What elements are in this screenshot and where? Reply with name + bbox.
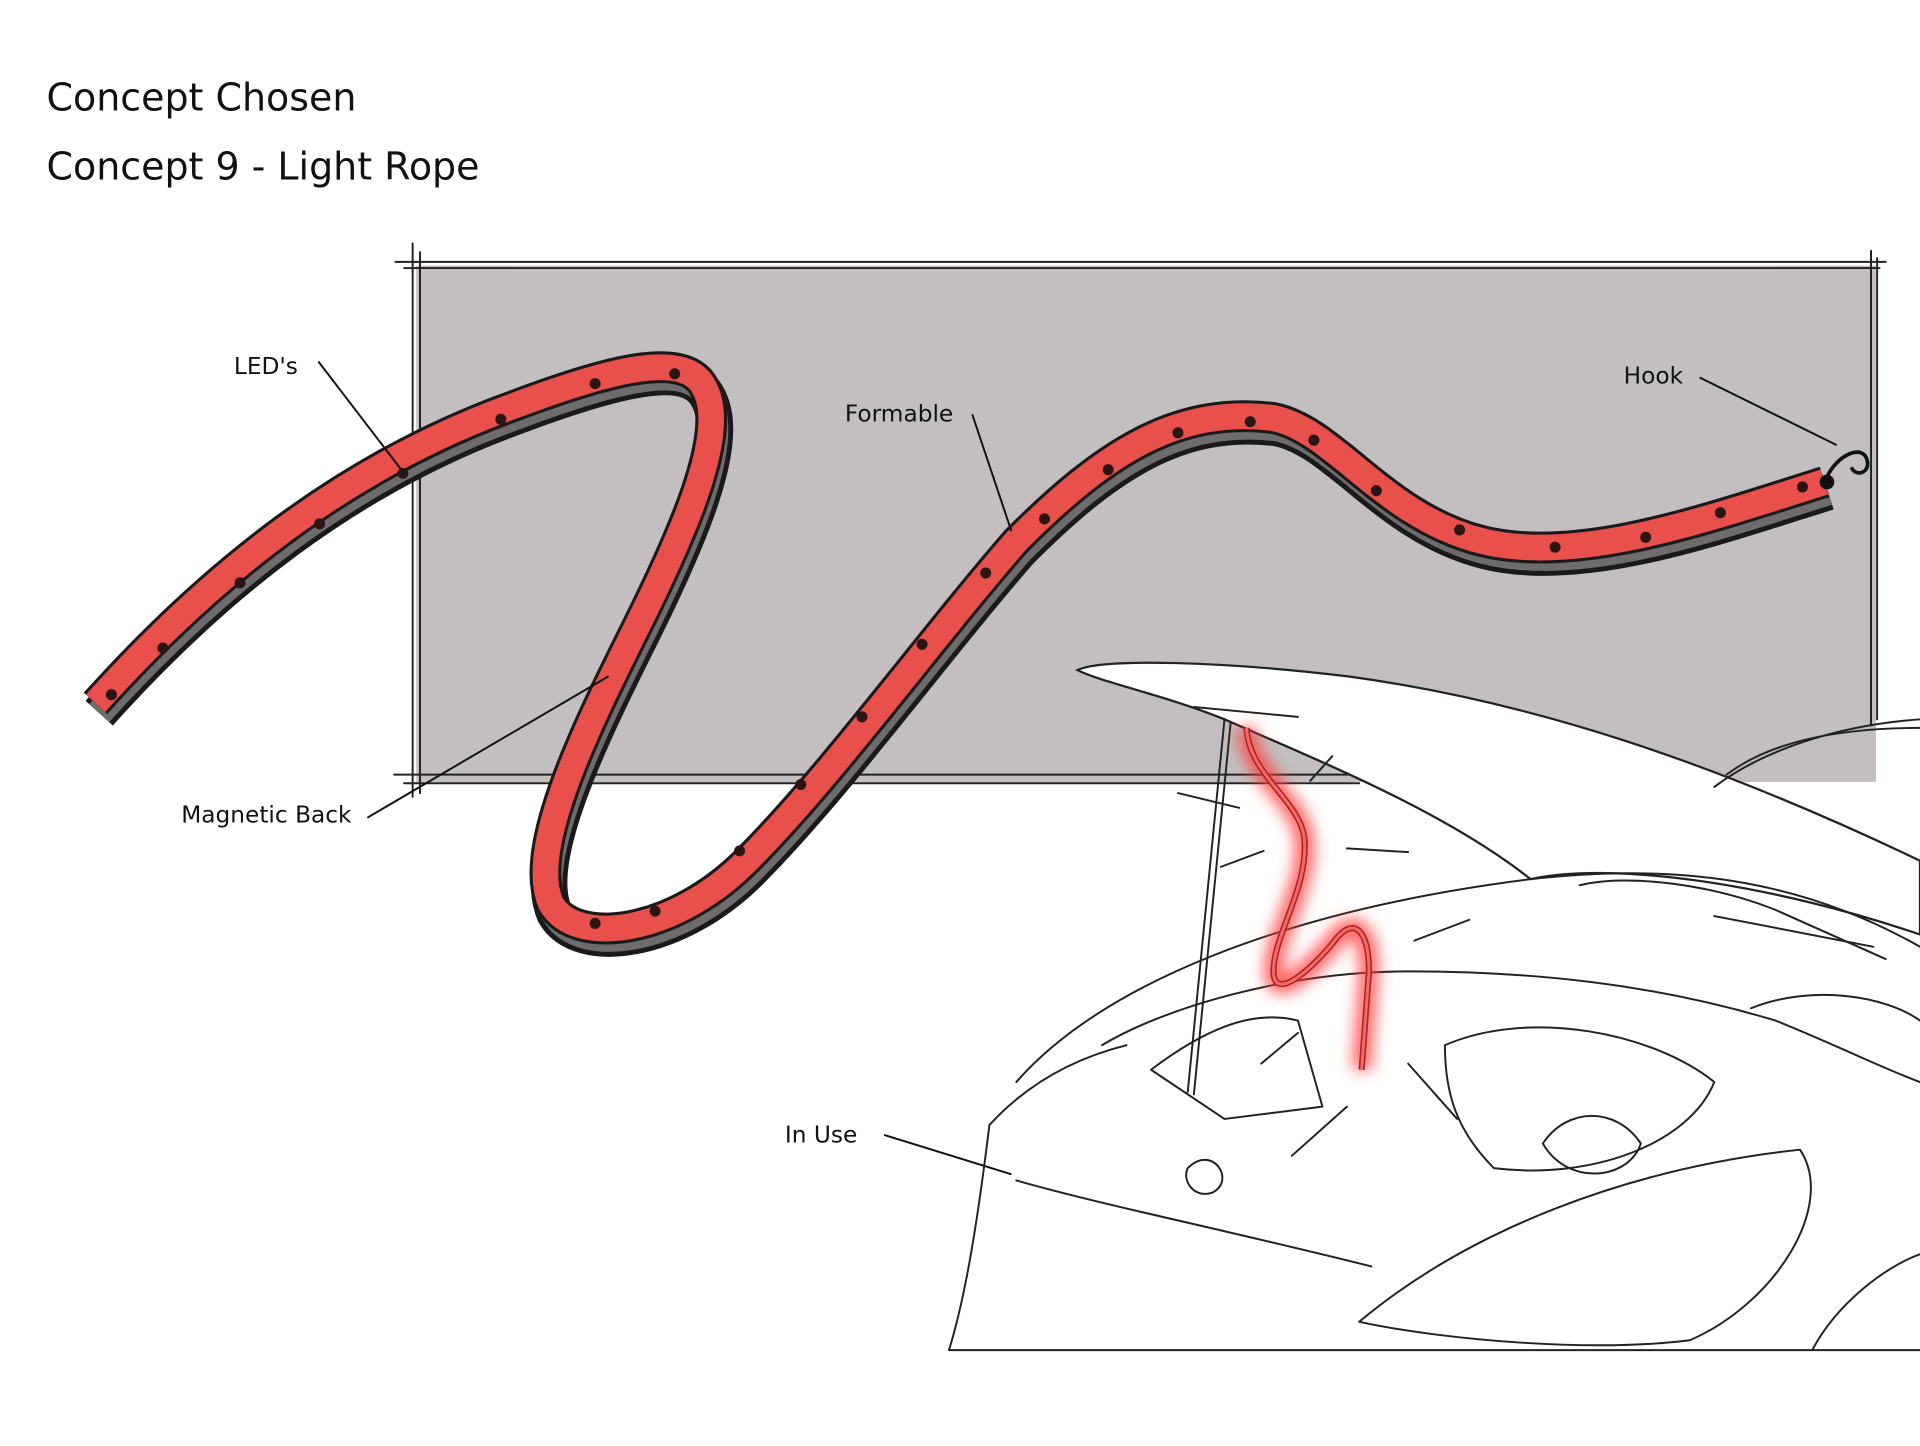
in-use-label: In Use [785,1121,857,1148]
led-dots [105,368,1808,929]
formable-label: Formable [845,401,953,428]
title: Concept Chosen [47,76,357,120]
car-sketch [948,661,1920,1352]
hook-label: Hook [1624,363,1684,390]
magnetic-back-label: Magnetic Back [181,802,352,829]
leds-label: LED's [234,353,298,380]
hook-icon [1819,450,1870,490]
rope-in-use [1236,726,1379,1071]
subtitle: Concept 9 - Light Rope [47,144,480,188]
light-rope [83,351,1834,957]
